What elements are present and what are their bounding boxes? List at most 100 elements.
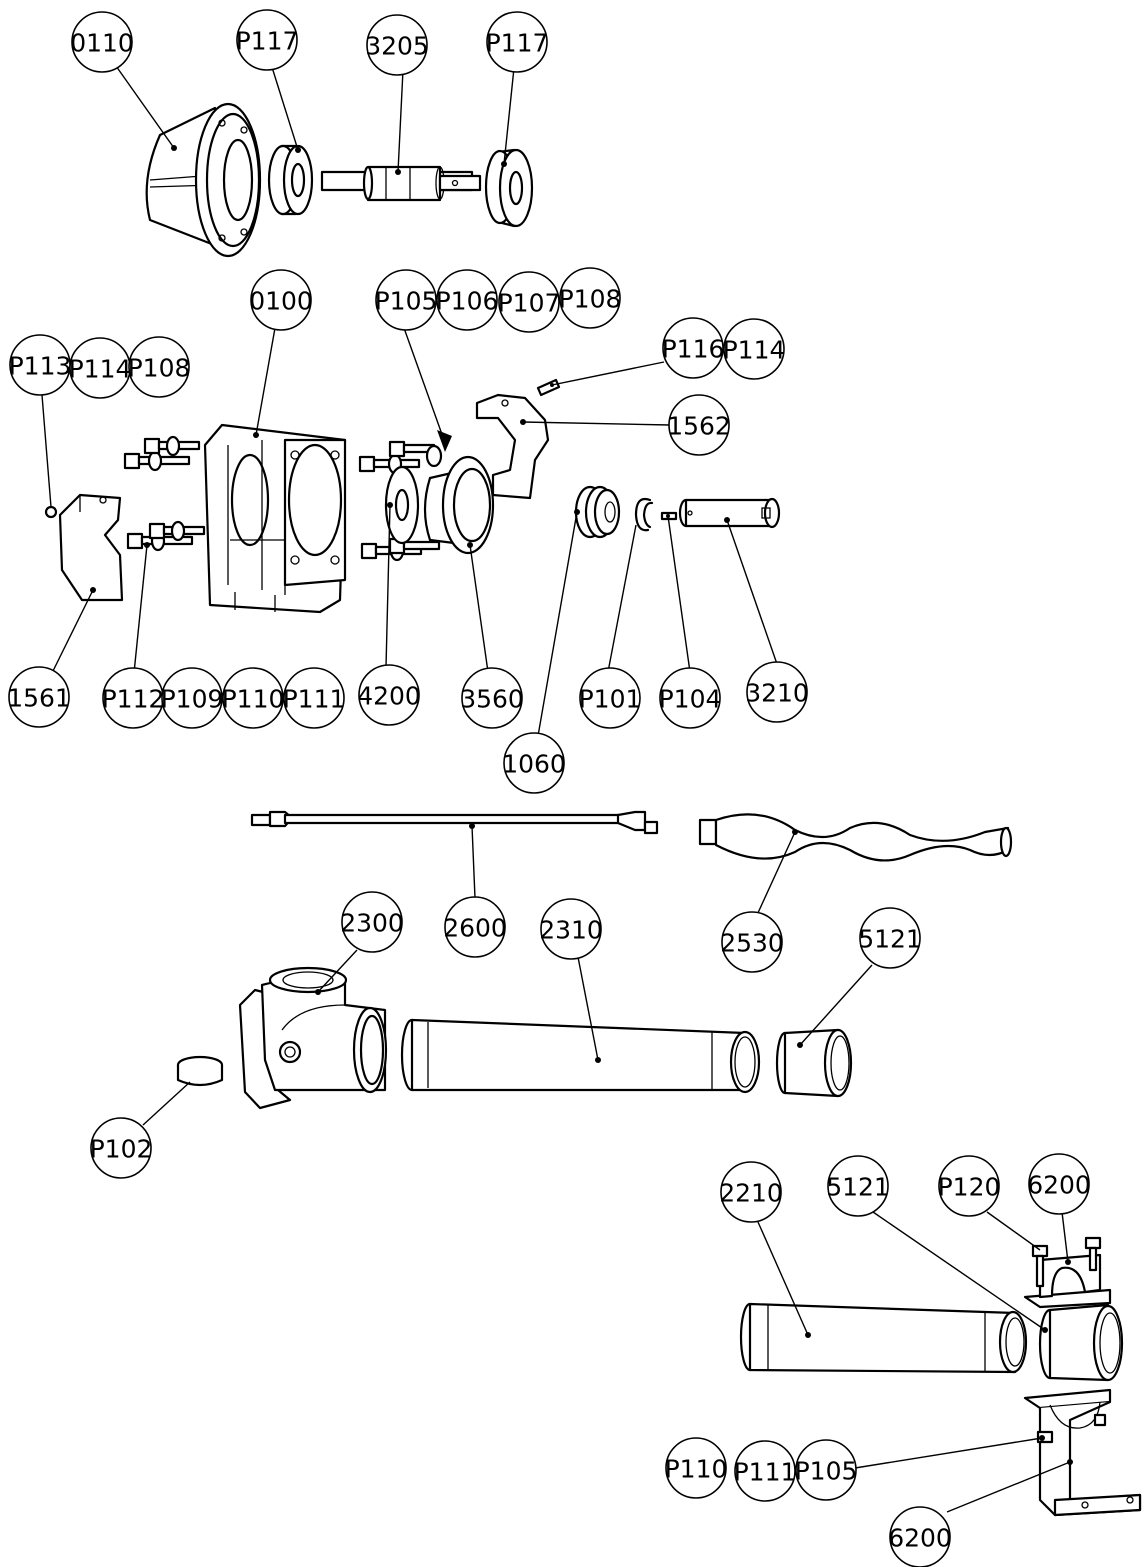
part-p101-circlip [634, 497, 654, 532]
callout-circle [665, 1437, 727, 1499]
part-1060-seal [574, 485, 621, 539]
callout-l2300: 2300 [340, 891, 404, 953]
callout-l4200: 4200 [357, 664, 421, 726]
callout-circle [746, 661, 808, 723]
callout-circle [734, 1440, 796, 1502]
callout-l_p114_a: P114 [69, 337, 132, 399]
callout-l_p111_a: P111 [283, 667, 345, 729]
callout-l6200_b: 6200 [888, 1506, 952, 1567]
callout-label: 0110 [70, 29, 134, 58]
callout-label: 2310 [539, 916, 603, 945]
callout-label: P110 [222, 685, 285, 714]
callout-label: P101 [579, 685, 642, 714]
callout-l_p104: P104 [659, 667, 721, 729]
callout-circle [161, 667, 223, 729]
callout-circle [559, 267, 621, 329]
callout-l2210: 2210 [719, 1161, 783, 1223]
callout-label: 3210 [745, 679, 809, 708]
part-3210-sleeve [678, 497, 781, 529]
callout-l_p106: P106 [436, 269, 498, 331]
callout-label: P117 [236, 27, 299, 56]
callout-label: P120 [938, 1173, 1001, 1202]
part-1561-cover-left [58, 493, 124, 602]
callout-circle [90, 1117, 152, 1179]
callout-label: 2530 [720, 929, 784, 958]
callout-circle [222, 667, 284, 729]
callout-l5121_a: 5121 [858, 907, 922, 969]
callout-label: 3560 [460, 685, 524, 714]
callout-l_p112: P112 [102, 667, 165, 729]
callout-circle [938, 1155, 1000, 1217]
callout-l_p110_b: P110 [665, 1437, 727, 1499]
callout-circle [436, 269, 498, 331]
callout-label: P114 [69, 355, 132, 384]
callout-l2530: 2530 [720, 911, 784, 973]
part-2600-connecting-rod [250, 810, 659, 835]
callout-l_p116: P116 [662, 317, 725, 379]
callout-l_p117_a: P117 [236, 9, 299, 71]
callout-circle [827, 1155, 889, 1217]
callout-l_p117_b: P117 [486, 11, 548, 73]
callout-circle [668, 394, 730, 456]
callout-label: 5121 [858, 925, 922, 954]
part-2530-rotor [698, 813, 1013, 862]
callout-l6200_a: 6200 [1027, 1153, 1091, 1215]
part-6200-clamp-lower [1023, 1388, 1142, 1517]
part-6200-clamp-upper [1023, 1236, 1112, 1309]
callout-label: P108 [559, 285, 622, 314]
callout-label: 1060 [502, 750, 566, 779]
callout-label: P102 [90, 1135, 153, 1164]
part-5121-bushing-lower [1038, 1303, 1124, 1382]
part-p102-plug [176, 1055, 224, 1087]
callout-label: P109 [161, 685, 224, 714]
callout-circle [795, 1439, 857, 1501]
callout-circle [721, 911, 783, 973]
callout-circle [236, 9, 298, 71]
part-p112-bolts-left [123, 435, 206, 552]
callout-label: P105 [795, 1457, 858, 1486]
callout-circle [579, 667, 641, 729]
callout-l_p109: P109 [161, 667, 224, 729]
callout-circle [8, 666, 70, 728]
part-p113-screw [44, 505, 58, 519]
callout-circle [1028, 1153, 1090, 1215]
part-4200-washer [384, 465, 420, 545]
part-bolts-right [358, 440, 443, 562]
part-p116-screw [536, 378, 561, 397]
callout-label: 2300 [340, 909, 404, 938]
part-2300-suction-housing [238, 966, 388, 1110]
callout-l1060: 1060 [502, 732, 566, 794]
callout-circle [723, 318, 785, 380]
callout-label: P112 [102, 685, 165, 714]
callout-circle [358, 664, 420, 726]
callout-circle [662, 317, 724, 379]
part-0100-pedestal [203, 423, 347, 614]
callout-circle [498, 271, 560, 333]
callout-circle [375, 269, 437, 331]
callout-circle [859, 907, 921, 969]
callout-l3205: 3205 [365, 14, 429, 76]
callout-l_p113: P113 [9, 334, 71, 396]
callout-l_p101: P101 [579, 667, 642, 729]
callout-label: 4200 [357, 682, 421, 711]
callout-l_p105_a: P105 [375, 269, 437, 331]
part-3205-shaft [320, 165, 482, 202]
callout-l1561: 1561 [7, 666, 71, 728]
part-5121-bushing-upper [775, 1028, 853, 1098]
callout-label: P111 [734, 1458, 797, 1487]
callout-label: P107 [498, 289, 561, 318]
callout-label: 1562 [667, 412, 731, 441]
callout-label: 6200 [888, 1524, 952, 1553]
part-p117-bearing-left [267, 144, 314, 216]
part-1562-cover-right [475, 393, 550, 500]
callout-l_p108_a: P108 [559, 267, 622, 329]
callout-l_p114_b: P114 [723, 318, 785, 380]
callout-label: P116 [662, 335, 725, 364]
callout-l3210: 3210 [745, 661, 809, 723]
part-2210-pipe [739, 1302, 1028, 1374]
leader-lines [41, 63, 1071, 1513]
callout-l_p110_a: P110 [222, 667, 285, 729]
callout-circle [720, 1161, 782, 1223]
